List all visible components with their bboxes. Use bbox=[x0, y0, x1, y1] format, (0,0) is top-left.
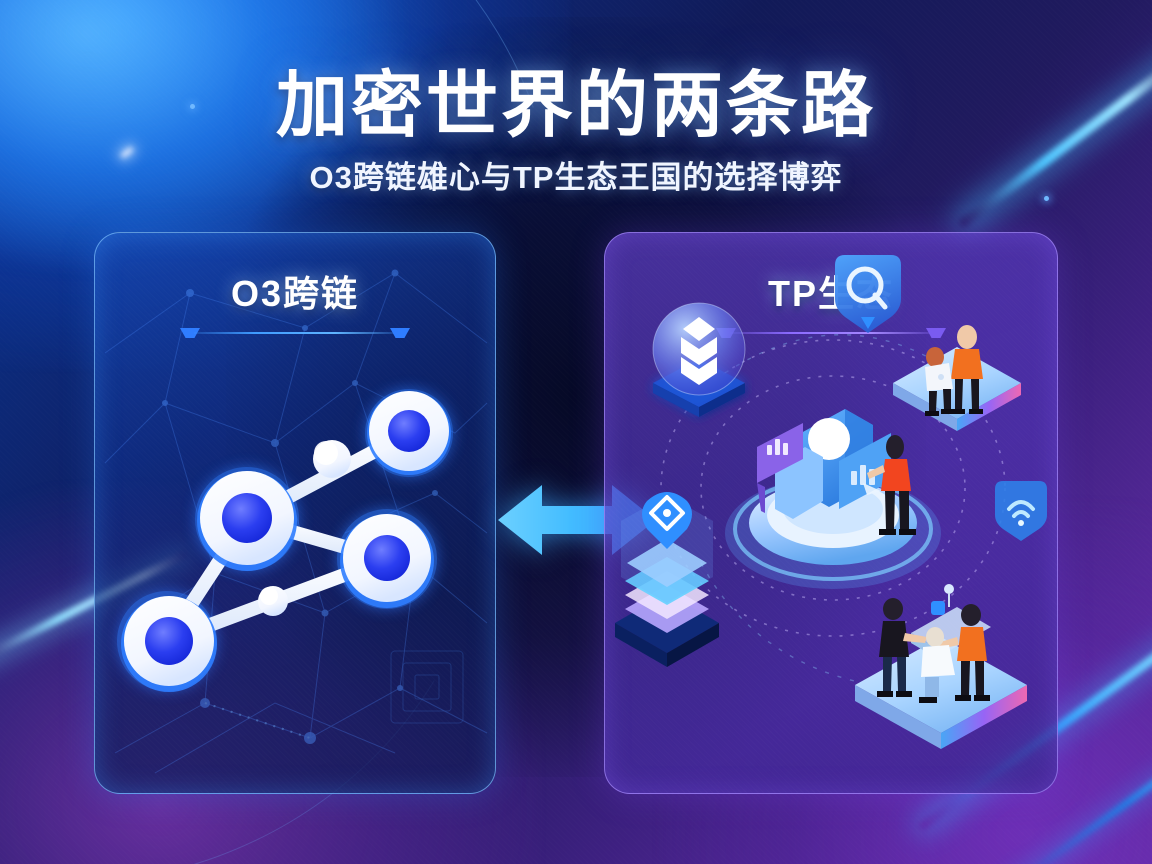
people-pad-top-right bbox=[893, 325, 1021, 431]
card-o3[interactable]: O3跨链 bbox=[94, 232, 496, 794]
card-title-underline-o3 bbox=[180, 328, 410, 338]
layers-icon-tile bbox=[652, 302, 746, 417]
underline-bar bbox=[730, 332, 932, 334]
diamond-stack-tile bbox=[615, 492, 719, 667]
card-tp[interactable]: TP生态 bbox=[604, 232, 1058, 794]
underline-cap-left bbox=[180, 328, 200, 338]
underline-cap-right bbox=[926, 328, 946, 338]
card-title-o3: O3跨链 bbox=[230, 273, 360, 314]
background-dot-1 bbox=[190, 104, 195, 109]
page-title: 加密世界的两条路 bbox=[275, 66, 876, 146]
page-subtitle: O3跨链雄心与TP生态王国的选择博弈 bbox=[309, 160, 843, 195]
wifi-icon-tile bbox=[995, 481, 1047, 541]
shield-q-icon-tile bbox=[835, 255, 901, 333]
ecosystem-illustration bbox=[615, 255, 1047, 749]
underline-cap-right bbox=[390, 328, 410, 338]
underline-bar bbox=[194, 332, 396, 334]
people-pad-bottom-right bbox=[855, 584, 1027, 749]
background-dot-2 bbox=[1044, 196, 1049, 201]
central-hub-platform bbox=[725, 409, 941, 589]
blockchain-network-illustration bbox=[117, 389, 453, 692]
